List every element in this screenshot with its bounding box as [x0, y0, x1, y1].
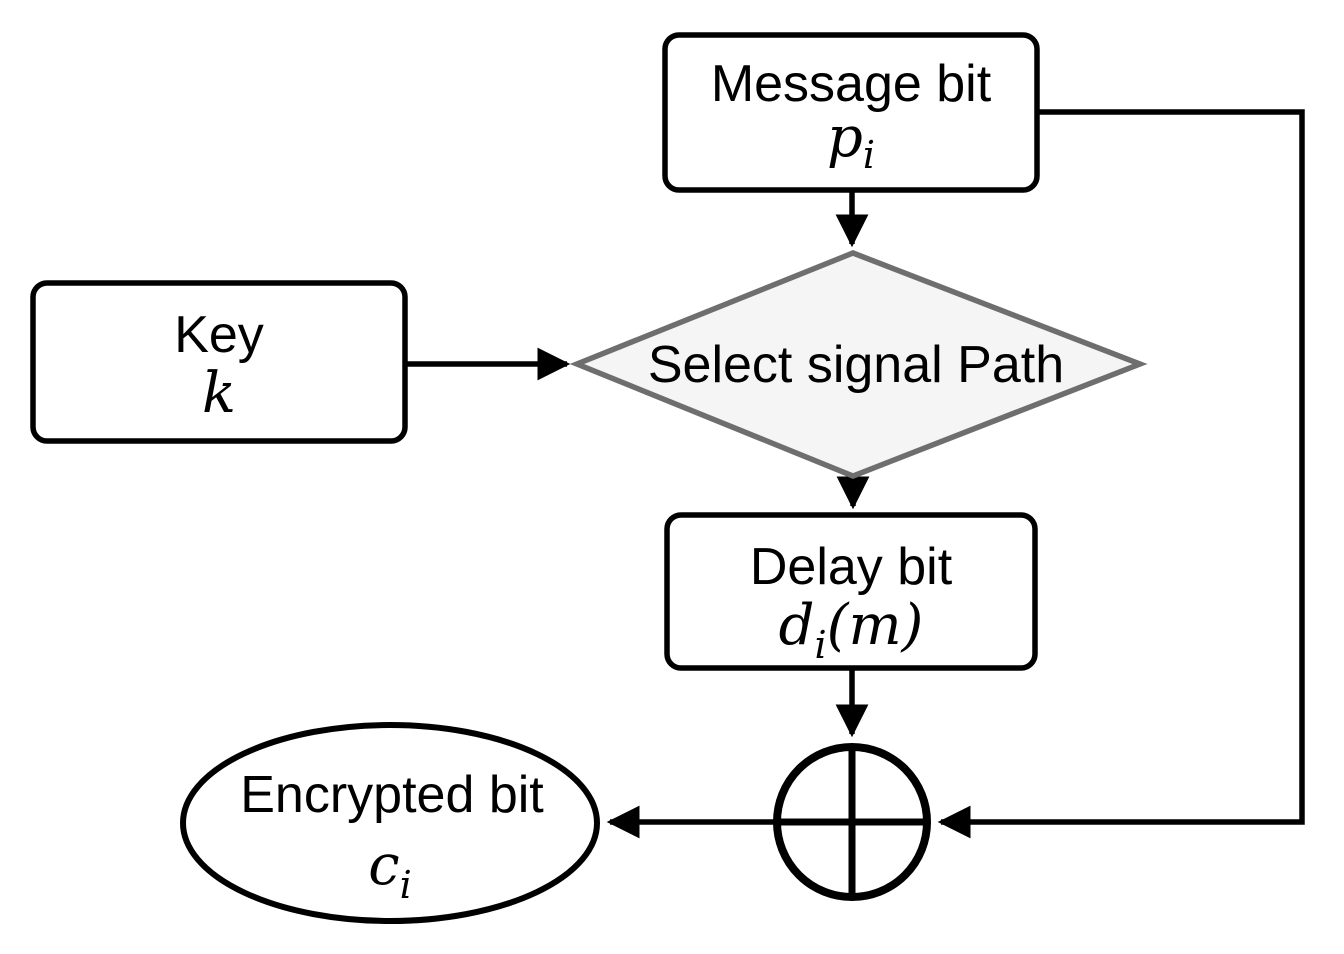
- delay-bit-symbol: di(m): [779, 593, 924, 667]
- key-node: Key k: [30, 280, 408, 444]
- select-signal-path-decision: Select signal Path: [569, 250, 1148, 479]
- select-signal-path-label: Select signal Path: [648, 336, 1064, 394]
- message-bit-symbol: pi: [827, 105, 875, 177]
- key-box: [30, 280, 408, 444]
- xor-circle-plus-icon: [773, 743, 931, 901]
- key-label: Key: [174, 306, 264, 364]
- encrypted-bit-symbol: ci: [368, 833, 412, 907]
- delay-bit-node: Delay bit di(m): [664, 512, 1038, 671]
- encrypted-bit-ellipse: [180, 722, 600, 924]
- message-bit-node: Message bit pi: [662, 32, 1040, 193]
- feedback-arrow-message-to-xor: [937, 109, 1305, 839]
- message-bit-label: Message bit: [711, 55, 992, 113]
- key-symbol: k: [202, 361, 236, 426]
- encrypted-bit-label: Encrypted bit: [240, 766, 544, 824]
- delay-bit-box: [664, 512, 1038, 671]
- delay-bit-label: Delay bit: [750, 538, 953, 596]
- encrypted-bit-node: Encrypted bit ci: [180, 722, 600, 924]
- message-bit-box: [662, 32, 1040, 193]
- decision-diamond-shape: [569, 250, 1148, 479]
